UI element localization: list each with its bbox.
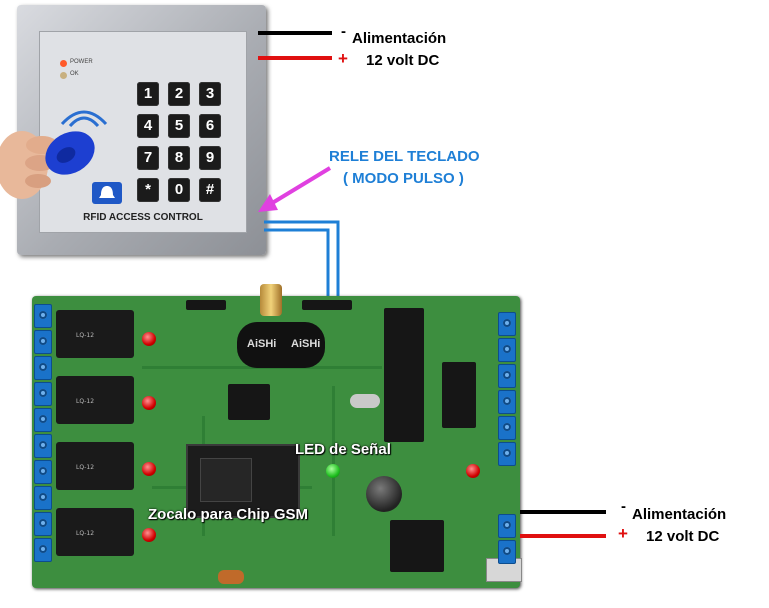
right-terminals: [498, 312, 518, 572]
top-power-plus: +: [338, 49, 348, 68]
ic-small: [228, 384, 270, 420]
ok-label: OK: [70, 71, 79, 77]
capacitor-brand-1: AiSHi: [247, 338, 277, 350]
arrow-icon: [258, 166, 332, 212]
status-led: [466, 464, 480, 478]
bottom-power-name: Alimentación: [632, 506, 727, 523]
key-4[interactable]: 4: [137, 114, 159, 138]
capacitor-brand-2: AiSHi: [291, 338, 321, 350]
key-1[interactable]: 1: [137, 82, 159, 106]
power-label: POWER: [70, 59, 93, 65]
bottom-power-plus: +: [618, 524, 628, 543]
sim-socket: [186, 444, 300, 518]
terminal: [498, 338, 516, 362]
pcb-board: LQ-12 LQ-12 LQ-12 LQ-12 AiSHi AiSHi: [32, 284, 522, 588]
bell-icon: [99, 186, 115, 198]
crystal: [350, 394, 380, 408]
terminal: [498, 390, 516, 414]
ic-main: [384, 308, 424, 442]
terminal: [34, 304, 52, 328]
terminal: [498, 312, 516, 336]
gsm-ic: [390, 520, 444, 572]
relay-model-label: LQ-12: [76, 332, 95, 339]
top-power-volt: 12 volt DC: [366, 52, 440, 69]
terminal: [34, 330, 52, 354]
pin-header: [186, 300, 226, 310]
top-power-wires: [258, 31, 332, 60]
relay-title: RELE DEL TECLADO: [329, 148, 480, 165]
relay-led-3: [142, 462, 156, 476]
led-signal-label: LED de Señal: [295, 441, 391, 458]
antenna-connector: [260, 284, 282, 316]
relay-model-label: LQ-12: [76, 530, 95, 537]
key-0[interactable]: 0: [168, 178, 190, 202]
terminal: [498, 514, 516, 538]
terminal: [498, 416, 516, 440]
terminal: [498, 364, 516, 388]
top-power-minus: -: [341, 23, 346, 40]
relay-model-label: LQ-12: [76, 464, 95, 471]
terminal: [34, 408, 52, 432]
key-2[interactable]: 2: [168, 82, 190, 106]
key-star[interactable]: *: [137, 178, 159, 202]
power-led: [60, 60, 67, 67]
keypad-footer: RFID ACCESS CONTROL: [83, 212, 203, 223]
top-power-name: Alimentación: [352, 30, 447, 47]
terminal: [34, 382, 52, 406]
relay-led-4: [142, 528, 156, 542]
relay-3: LQ-12: [56, 442, 134, 490]
rfid-wave-icon: [60, 110, 108, 128]
terminal: [34, 356, 52, 380]
relay-led-1: [142, 332, 156, 346]
relay-1: LQ-12: [56, 310, 134, 358]
bottom-power-volt: 12 volt DC: [646, 528, 720, 545]
signal-led: [326, 464, 340, 478]
trace: [332, 386, 335, 536]
rfid-keypad: POWER OK 1 2 3 4 5 6 7 8 9 * 0 # RFID AC…: [17, 5, 266, 255]
capacitor: AiSHi AiSHi: [237, 322, 325, 368]
key-3[interactable]: 3: [199, 82, 221, 106]
relay-2: LQ-12: [56, 376, 134, 424]
relay-model-label: LQ-12: [76, 398, 95, 405]
ic-driver: [442, 362, 476, 428]
relay-mode: ( MODO PULSO ): [343, 170, 464, 187]
bottom-power-wires: [520, 510, 606, 538]
keypad-panel: POWER OK 1 2 3 4 5 6 7 8 9 * 0 # RFID AC…: [39, 31, 247, 233]
left-terminals: [34, 304, 54, 574]
gsm-socket-label: Zocalo para Chip GSM: [148, 506, 309, 523]
round-capacitor: [366, 476, 402, 512]
terminal: [34, 512, 52, 536]
terminal: [34, 538, 52, 562]
key-7[interactable]: 7: [137, 146, 159, 170]
inductor: [218, 570, 244, 584]
key-6[interactable]: 6: [199, 114, 221, 138]
relay-led-2: [142, 396, 156, 410]
bell-button[interactable]: [92, 182, 122, 204]
relay-4: LQ-12: [56, 508, 134, 556]
sim-slot: [200, 458, 252, 502]
key-hash[interactable]: #: [199, 178, 221, 202]
terminal: [498, 442, 516, 466]
relay-wires: [264, 220, 340, 304]
key-8[interactable]: 8: [168, 146, 190, 170]
pin-header: [302, 300, 352, 310]
key-9[interactable]: 9: [199, 146, 221, 170]
hand-with-rfid-tag: [0, 131, 95, 199]
terminal: [34, 486, 52, 510]
key-5[interactable]: 5: [168, 114, 190, 138]
ok-led: [60, 72, 67, 79]
terminal: [34, 460, 52, 484]
terminal: [34, 434, 52, 458]
terminal: [498, 540, 516, 564]
bottom-power-minus: -: [621, 498, 626, 515]
